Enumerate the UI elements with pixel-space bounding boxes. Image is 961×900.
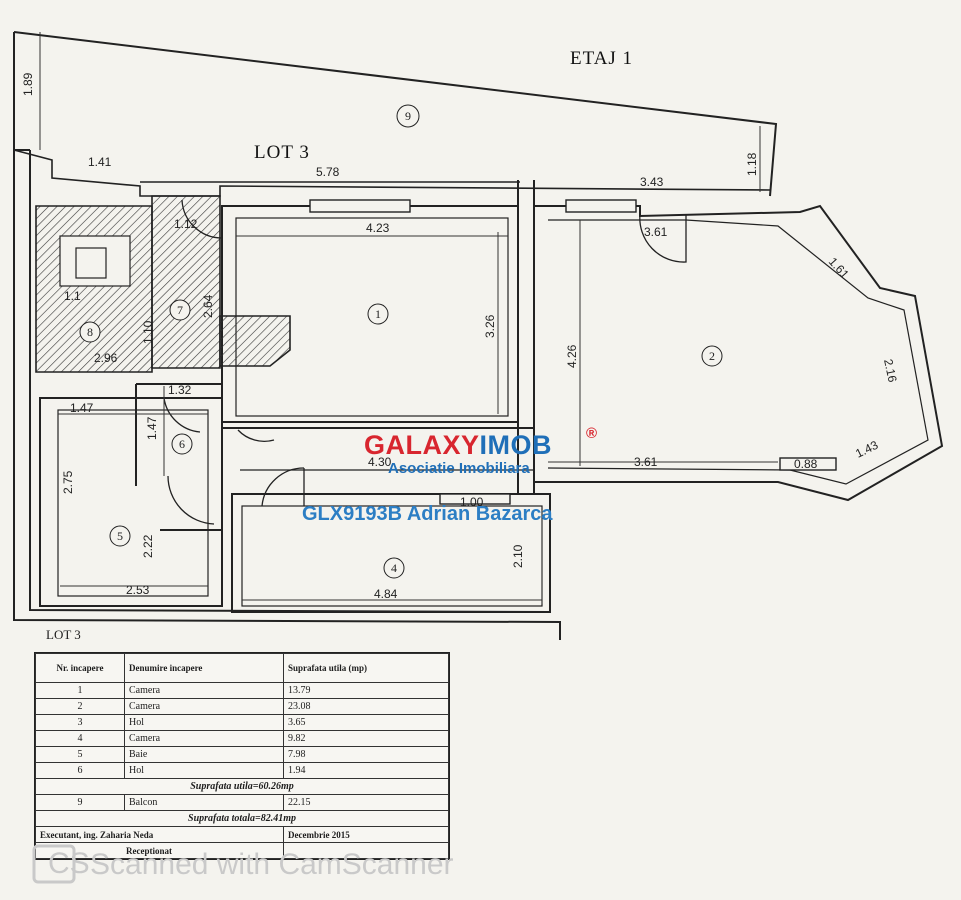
svg-text:1.41: 1.41 (88, 155, 112, 169)
svg-text:2.22: 2.22 (141, 534, 155, 558)
header-nr: Nr. incapere (35, 653, 125, 683)
svg-text:1.61: 1.61 (826, 255, 852, 282)
rooms (39, 180, 944, 613)
svg-text:0.88: 0.88 (794, 457, 818, 471)
room-5-marker: 5 (109, 525, 131, 547)
header-denumire: Denumire incapere (124, 653, 284, 683)
room-2-marker: 2 (701, 345, 723, 367)
door-arcs (163, 199, 687, 525)
legend-lot-label: LOT 3 (46, 627, 81, 642)
svg-text:®: ® (586, 425, 597, 442)
svg-text:3.61: 3.61 (634, 455, 658, 469)
svg-text:2.64: 2.64 (201, 294, 215, 318)
legend-subtotal-row: Suprafata utila=60.26mp (35, 778, 449, 795)
svg-text:1.12: 1.12 (174, 217, 198, 231)
room-numbers: 1 2 6 4 5 7 8 9 (79, 104, 723, 579)
svg-text:4.26: 4.26 (565, 344, 579, 368)
svg-text:1.32: 1.32 (168, 383, 192, 397)
svg-text:9: 9 (405, 109, 411, 123)
svg-text:8: 8 (87, 325, 93, 339)
svg-text:6: 6 (179, 437, 185, 451)
stair-hatch (35, 195, 291, 373)
svg-text:1.00: 1.00 (460, 495, 484, 509)
lot-label: LOT 3 (254, 142, 310, 163)
balcony-outline (13, 149, 771, 197)
room-1-marker: 1 (367, 303, 389, 325)
room-legend-table: Nr. incapere Denumire incapere Suprafata… (34, 652, 450, 860)
svg-text:1.10: 1.10 (141, 320, 155, 344)
room-9-marker: 9 (396, 104, 420, 128)
room-7-marker: 7 (169, 299, 191, 321)
svg-text:1.43: 1.43 (853, 438, 880, 461)
svg-text:4: 4 (391, 561, 397, 575)
svg-text:4.23: 4.23 (366, 221, 390, 235)
svg-text:2.10: 2.10 (511, 544, 525, 568)
dimension-lines (39, 32, 778, 604)
svg-text:5: 5 (117, 529, 123, 543)
svg-text:5.78: 5.78 (316, 165, 340, 179)
svg-text:2.96: 2.96 (94, 351, 118, 365)
legend-receptie-row: Receptionat (35, 842, 449, 859)
svg-text:1.1: 1.1 (64, 289, 81, 303)
legend-total-row: Suprafata totala=82.41mp (35, 810, 449, 827)
watermark-subtitle: Asociatie Imobiliara (388, 460, 530, 477)
watermark-brand-part2: IMOB (480, 430, 553, 460)
dimension-labels: 1.89 1.41 5.78 3.43 1.18 1.12 4.23 3.61 … (21, 72, 900, 601)
svg-text:1: 1 (375, 307, 381, 321)
svg-text:4.30: 4.30 (368, 455, 392, 469)
svg-text:2.53: 2.53 (126, 583, 150, 597)
room-4-marker: 4 (383, 557, 405, 579)
legend-header-row: Nr. incapere Denumire incapere Suprafata… (35, 653, 449, 683)
svg-text:2.16: 2.16 (881, 358, 900, 384)
svg-text:2: 2 (709, 349, 715, 363)
agency-watermark: GALAXYIMOB ® Asociatie Imobiliara GLX919… (302, 425, 597, 525)
svg-text:3.61: 3.61 (644, 225, 668, 239)
windows (309, 199, 837, 505)
svg-text:4.84: 4.84 (374, 587, 398, 601)
header-suprafata: Suprafata utila (mp) (283, 653, 449, 683)
svg-text:1.18: 1.18 (745, 152, 759, 176)
floor-title: ETAJ 1 (570, 48, 633, 69)
room-6-marker: 6 (171, 433, 193, 455)
watermark-brand-part1: GALAXY (364, 430, 480, 460)
svg-text:2.75: 2.75 (61, 470, 75, 494)
svg-text:7: 7 (177, 303, 183, 317)
svg-text:1.47: 1.47 (70, 401, 94, 415)
svg-text:GALAXYIMOB: GALAXYIMOB (364, 430, 552, 460)
room-8-marker: 8 (79, 321, 101, 343)
listing-code: GLX9193B Adrian Bazarca (302, 503, 553, 525)
svg-text:1.47: 1.47 (145, 416, 159, 440)
svg-text:3.43: 3.43 (640, 175, 664, 189)
svg-text:3.26: 3.26 (483, 314, 497, 338)
svg-text:1.89: 1.89 (21, 72, 35, 96)
